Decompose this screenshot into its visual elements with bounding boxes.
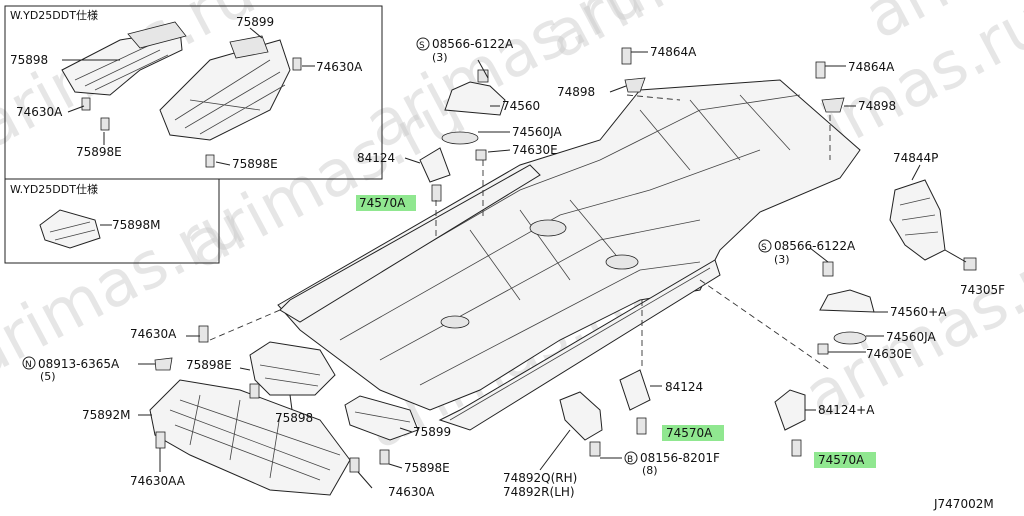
- label-74630a: 74630A: [316, 60, 363, 74]
- n-circle-letter: N: [25, 360, 32, 370]
- undercover-75892m: [138, 379, 351, 496]
- bracket-74844p: [889, 164, 977, 271]
- label-75898e: 75898E: [232, 157, 278, 171]
- label-75898: 75898: [10, 53, 48, 67]
- s-circle-letter: S: [761, 243, 767, 253]
- inset-box-top: W.YD25DDT仕様 75898 75899 74630A 74630A 75…: [4, 5, 383, 180]
- b-circle-letter: B: [627, 455, 633, 465]
- label-75898m: 75898M: [112, 218, 161, 232]
- undercover-75898-lower: [138, 309, 336, 411]
- label-74898: 74898: [858, 99, 896, 113]
- inset-title: W.YD25DDT仕様: [10, 182, 98, 196]
- label-84124: 84124: [357, 151, 395, 165]
- watermark-text: arimas.ru: [533, 0, 837, 74]
- label-74570a: 74570A: [359, 196, 406, 210]
- label-74630a: 74630A: [388, 485, 435, 499]
- label-qty: (3): [432, 51, 448, 64]
- label-74844p: 74844P: [893, 151, 938, 165]
- label-75892m: 75892M: [82, 408, 131, 422]
- bracket-84124-lower: [619, 300, 816, 457]
- mount-74560-right: [699, 247, 888, 371]
- diagram-code: J747002M: [933, 497, 994, 511]
- mount-74560-left: [404, 59, 511, 240]
- label-75898e: 75898E: [76, 145, 122, 159]
- bracket-74892: [539, 391, 622, 471]
- label-qty: (3): [774, 253, 790, 266]
- label-74898: 74898: [557, 85, 595, 99]
- label-75898e: 75898E: [404, 461, 450, 475]
- label-qty: (8): [642, 464, 658, 477]
- b-circle-icon: [624, 451, 638, 465]
- label-75898: 75898: [275, 411, 313, 425]
- label-qty: (5): [40, 370, 56, 383]
- label-08913-6365a: 08913-6365A: [38, 357, 120, 371]
- part-labels: 08566-6122A (3) 74560 74560JA 74630E 841…: [38, 37, 1005, 511]
- s-circle-letter: S: [419, 41, 425, 51]
- label-74570a: 74570A: [666, 426, 713, 440]
- label-74560ja: 74560JA: [512, 125, 563, 139]
- label-08566-6122a: 08566-6122A: [774, 239, 856, 253]
- label-84124-plus-a: 84124+A: [818, 403, 875, 417]
- label-74892r-lh: 74892R(LH): [503, 485, 575, 499]
- inset-title: W.YD25DDT仕様: [10, 8, 98, 22]
- undercover-75899-lower: [344, 395, 419, 489]
- label-84124: 84124: [665, 380, 703, 394]
- label-75899: 75899: [413, 425, 451, 439]
- inset-box-bottom: W.YD25DDT仕様 75898M: [4, 178, 220, 264]
- label-74305f: 74305F: [960, 283, 1005, 297]
- label-74864a: 74864A: [848, 60, 895, 74]
- label-74630a: 74630A: [16, 105, 63, 119]
- label-74630a: 74630A: [130, 327, 177, 341]
- s-circle-icon: [758, 239, 772, 253]
- n-circle-icon: [22, 356, 36, 370]
- label-74560ja: 74560JA: [886, 330, 937, 344]
- floor-panel: [277, 79, 861, 431]
- label-74570a: 74570A: [818, 453, 865, 467]
- fasteners-top: [609, 47, 856, 160]
- circled-symbols: S S N B: [22, 37, 772, 465]
- s-circle-icon: [416, 37, 430, 51]
- highlight-layer: [356, 195, 876, 468]
- label-74560: 74560: [502, 99, 540, 113]
- label-75899: 75899: [236, 15, 274, 29]
- label-74560-plus-a: 74560+A: [890, 305, 947, 319]
- label-08156-8201f: 08156-8201F: [640, 451, 720, 465]
- label-74630aa: 74630AA: [130, 474, 186, 488]
- label-74630e: 74630E: [866, 347, 912, 361]
- label-74864a: 74864A: [650, 45, 697, 59]
- label-08566-6122a: 08566-6122A: [432, 37, 514, 51]
- label-75898e: 75898E: [186, 358, 232, 372]
- label-74630e: 74630E: [512, 143, 558, 157]
- label-74892q-rh: 74892Q(RH): [503, 471, 577, 485]
